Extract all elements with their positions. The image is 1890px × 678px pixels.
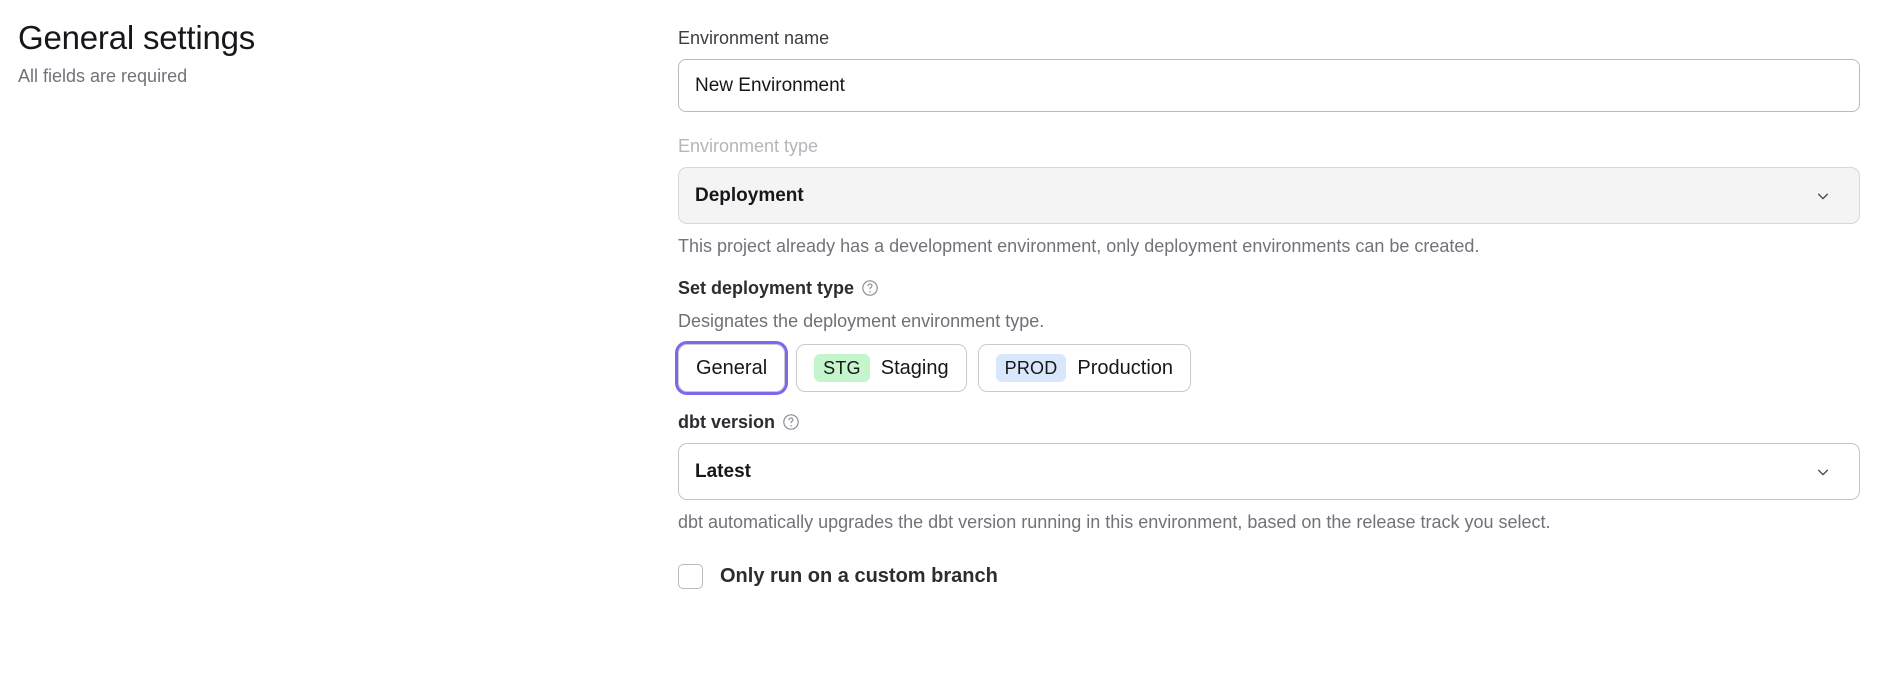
dbt-version-label-text: dbt version [678, 412, 776, 432]
deployment-type-option-general-label: General [696, 356, 768, 379]
deployment-type-option-production-label: Production [1077, 356, 1174, 379]
deployment-type-options: General STG Staging PROD Production [678, 344, 1860, 392]
environment-type-field-group: Environment type Deployment This project… [678, 134, 1860, 258]
help-circle-icon[interactable] [861, 279, 879, 297]
environment-type-select-wrapper: Deployment [678, 167, 1860, 224]
dbt-version-value: Latest [695, 460, 751, 482]
environment-type-label: Environment type [678, 136, 819, 156]
deployment-type-option-general[interactable]: General [678, 344, 786, 392]
page-subtitle: All fields are required [18, 66, 188, 86]
page-header: General settings All fields are required [18, 18, 638, 88]
settings-form: Environment name Environment type Deploy… [678, 26, 1860, 589]
page-title: General settings [18, 19, 256, 56]
deployment-type-field-group: Set deployment type Designates the deplo… [678, 276, 1860, 392]
custom-branch-label: Only run on a custom branch [720, 565, 998, 587]
deployment-type-label: Set deployment type [678, 276, 1860, 300]
deployment-type-option-production[interactable]: PROD Production [977, 344, 1192, 392]
custom-branch-checkbox[interactable] [678, 564, 703, 589]
dbt-version-label: dbt version [678, 410, 1860, 434]
dbt-version-field-group: dbt version Latest dbt automatically [678, 410, 1860, 534]
dbt-version-helper-text: dbt automatically upgrades the dbt versi… [678, 512, 1551, 532]
help-circle-icon[interactable] [782, 413, 800, 431]
environment-type-select[interactable]: Deployment [678, 167, 1860, 224]
staging-badge: STG [814, 354, 870, 382]
dbt-version-select-wrapper: Latest [678, 443, 1860, 500]
environment-type-helper-text: This project already has a development e… [678, 236, 1480, 256]
dbt-version-select[interactable]: Latest [678, 443, 1860, 500]
environment-name-field-group: Environment name [678, 26, 1860, 112]
production-badge: PROD [995, 354, 1067, 382]
deployment-type-option-staging[interactable]: STG Staging [796, 344, 967, 392]
deployment-type-label-text: Set deployment type [678, 278, 855, 298]
environment-name-input[interactable] [678, 59, 1860, 112]
deployment-type-description: Designates the deployment environment ty… [678, 311, 1045, 331]
custom-branch-row: Only run on a custom branch [678, 564, 1860, 589]
deployment-type-option-staging-label: Staging [880, 356, 949, 379]
environment-name-label: Environment name [678, 28, 830, 48]
environment-type-value: Deployment [695, 184, 804, 206]
